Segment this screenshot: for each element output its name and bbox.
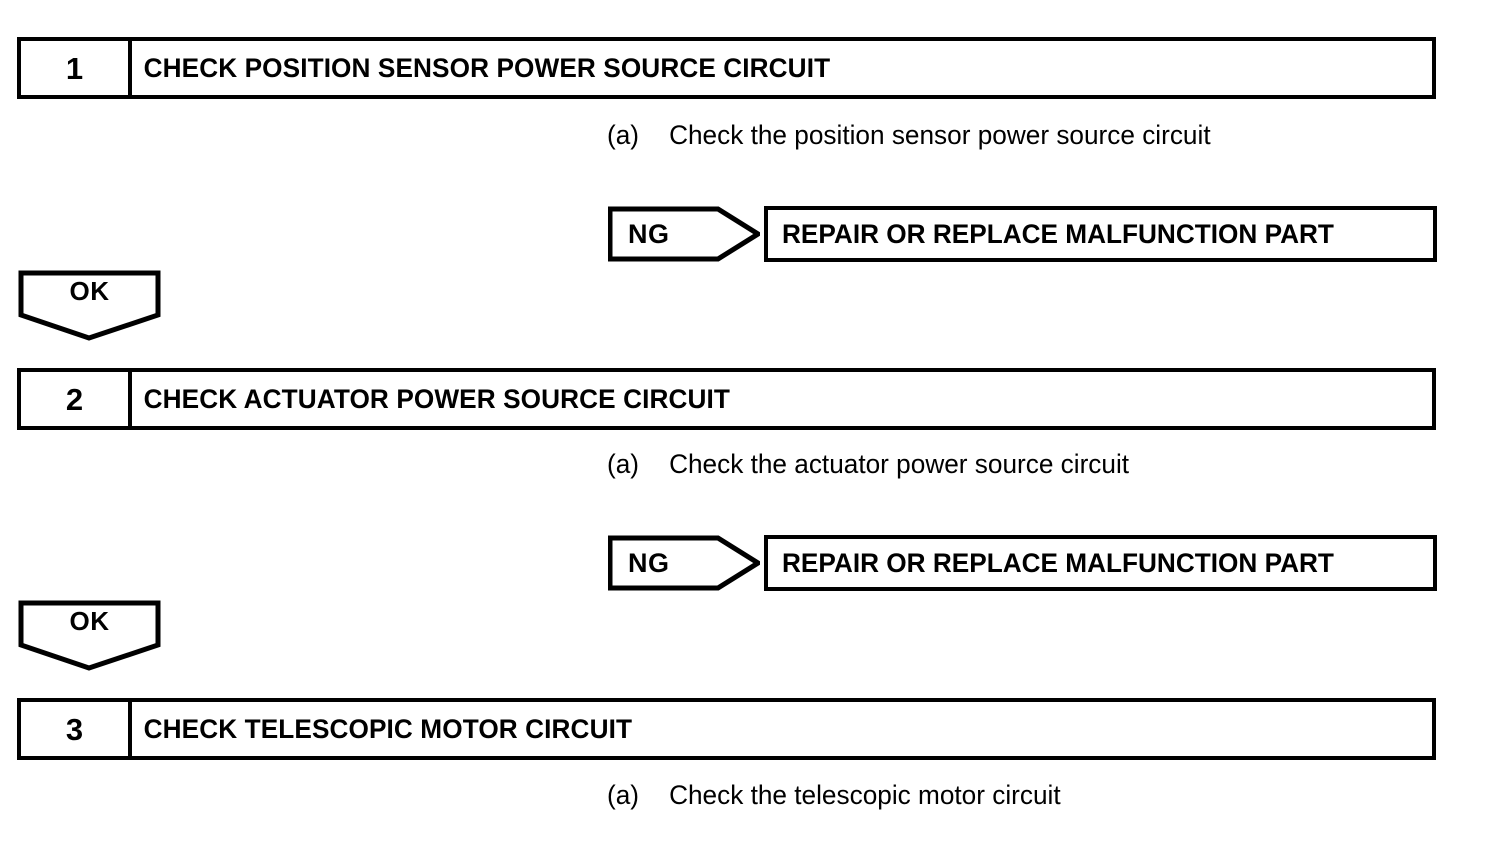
step-number-2: 2 — [21, 372, 132, 426]
instruction-marker-1: (a) — [607, 120, 640, 150]
step-number-3: 3 — [21, 702, 132, 756]
ng-label-1: NG — [628, 218, 670, 249]
ng-label-2: NG — [628, 547, 670, 578]
instruction-text-1: Check the position sensor power source c… — [669, 120, 1211, 150]
instruction-line-3: (a) Check the telescopic motor circuit — [607, 782, 1061, 809]
ng-result-text-1: REPAIR OR REPLACE MALFUNCTION PART — [782, 218, 1334, 249]
ng-result-box-2: REPAIR OR REPLACE MALFUNCTION PART — [764, 535, 1437, 591]
ok-arrow-shape-icon — [18, 600, 161, 671]
instruction-marker-2: (a) — [607, 449, 640, 479]
instruction-text-3: Check the telescopic motor circuit — [669, 780, 1061, 810]
ng-arrow-1: NG — [608, 206, 760, 262]
instruction-line-1: (a) Check the position sensor power sour… — [607, 122, 1211, 149]
step-title-3: CHECK TELESCOPIC MOTOR CIRCUIT — [143, 713, 633, 744]
instruction-text-2: Check the actuator power source circuit — [669, 449, 1130, 479]
ok-arrow-1: OK — [18, 270, 161, 341]
ok-label-1: OK — [69, 276, 110, 306]
ok-arrow-shape-icon — [18, 270, 161, 341]
ok-label-2: OK — [69, 606, 110, 636]
ok-arrow-2: OK — [18, 600, 161, 671]
instruction-line-2: (a) Check the actuator power source circ… — [607, 451, 1129, 478]
step-number-1: 1 — [21, 41, 132, 95]
ng-result-text-2: REPAIR OR REPLACE MALFUNCTION PART — [782, 547, 1334, 578]
instruction-marker-3: (a) — [607, 780, 640, 810]
step-header-2: 2 CHECK ACTUATOR POWER SOURCE CIRCUIT — [17, 368, 1436, 430]
step-header-1: 1 CHECK POSITION SENSOR POWER SOURCE CIR… — [17, 37, 1436, 99]
step-title-2: CHECK ACTUATOR POWER SOURCE CIRCUIT — [143, 383, 731, 414]
ng-arrow-2: NG — [608, 535, 760, 591]
ng-arrow-shape-icon — [608, 206, 760, 262]
ng-arrow-shape-icon — [608, 535, 760, 591]
step-header-3: 3 CHECK TELESCOPIC MOTOR CIRCUIT — [17, 698, 1436, 760]
step-title-1: CHECK POSITION SENSOR POWER SOURCE CIRCU… — [143, 52, 831, 83]
ng-result-box-1: REPAIR OR REPLACE MALFUNCTION PART — [764, 206, 1437, 262]
